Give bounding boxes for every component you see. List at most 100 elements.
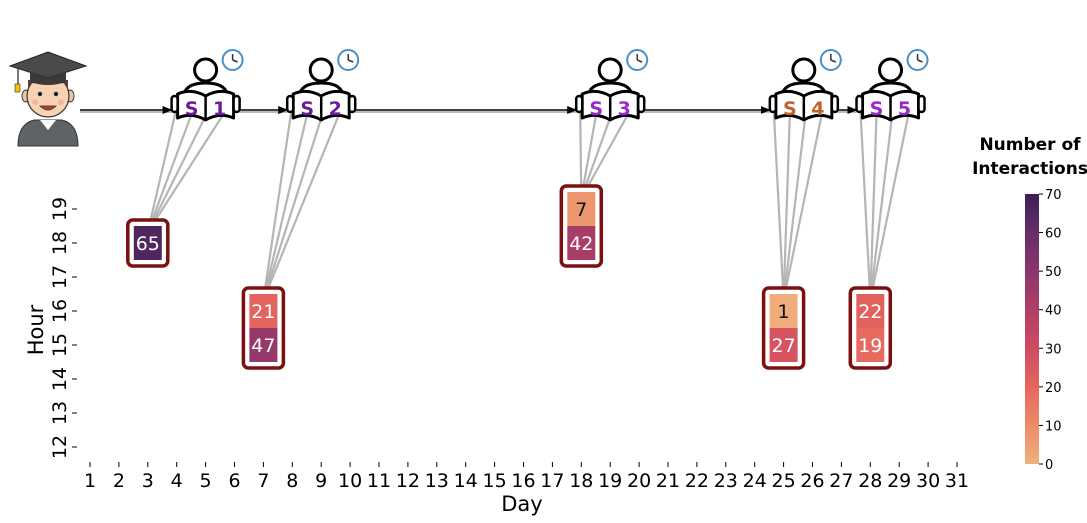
- cell-value-label: 19: [858, 335, 882, 357]
- colorbar-tick-label: 70: [1045, 188, 1062, 203]
- y-tick-label: 14: [49, 367, 71, 391]
- x-tick-label: 4: [171, 470, 183, 492]
- clock-icon: [221, 49, 244, 71]
- heatmap-cell: [856, 328, 885, 362]
- x-tick-label: 2: [113, 470, 125, 492]
- clock-icon: [819, 49, 842, 71]
- x-tick-label: 10: [338, 470, 362, 492]
- colorbar-title-line-2: Interactions: [972, 159, 1087, 179]
- session-link-line: [782, 111, 807, 301]
- x-tick-label: 31: [945, 470, 969, 492]
- session-link-line: [869, 111, 894, 301]
- y-tick-label: 15: [49, 333, 71, 357]
- clock-icon: [337, 49, 360, 71]
- colorbar-tick-label: 30: [1045, 342, 1062, 357]
- heatmap-cell: [567, 226, 596, 260]
- x-tick-label: 26: [800, 470, 824, 492]
- session-link-line: [262, 111, 325, 301]
- colorbar-tick-label: 60: [1045, 227, 1062, 242]
- x-tick-label: 14: [454, 470, 478, 492]
- cell-value-label: 7: [575, 199, 587, 221]
- x-tick-label: 13: [425, 470, 449, 492]
- cell-value-label: 22: [858, 301, 882, 323]
- heatmap-cell: [133, 226, 162, 260]
- cell-value-label: 47: [251, 335, 275, 357]
- session-letter: S: [185, 98, 199, 120]
- x-tick-label: 24: [743, 470, 767, 492]
- cell-value-label: 27: [772, 335, 796, 357]
- x-tick-label: 28: [858, 470, 882, 492]
- session-link-line: [869, 113, 910, 301]
- x-tick-label: 30: [916, 470, 940, 492]
- session-link-line: [869, 113, 878, 301]
- x-tick-label: 19: [598, 470, 622, 492]
- timeline-arrows: [80, 106, 858, 114]
- x-tick-label: 22: [685, 470, 709, 492]
- cell-value-label: 1: [778, 301, 790, 323]
- heatmap-cell: [567, 192, 596, 226]
- session-letter: S: [589, 98, 603, 120]
- x-tick-label: 7: [257, 470, 269, 492]
- cell-value-label: 42: [569, 233, 593, 255]
- session-link-lines: [146, 111, 910, 301]
- session-link-line: [772, 111, 785, 301]
- x-tick-label: 18: [569, 470, 593, 492]
- session-link-line: [580, 113, 598, 199]
- x-tick-label: 15: [483, 470, 507, 492]
- colorbar-tick-label: 10: [1045, 419, 1062, 434]
- session-link-line: [146, 111, 209, 233]
- session-link-line: [262, 113, 341, 301]
- clock-icon: [626, 49, 649, 71]
- x-tick-label: 3: [142, 470, 154, 492]
- y-tick-label: 18: [49, 231, 71, 255]
- session-link-line: [262, 113, 309, 301]
- session-link-line: [782, 113, 791, 301]
- x-tick-label: 12: [396, 470, 420, 492]
- cell-value-label: 21: [251, 301, 275, 323]
- x-axis-label: Day: [501, 492, 542, 516]
- x-tick-label: 20: [627, 470, 651, 492]
- colorbar-title-line-1: Number of: [979, 135, 1081, 155]
- x-tick-label: 25: [772, 470, 796, 492]
- heatmap-cell: [249, 294, 278, 328]
- clock-icon: [906, 49, 929, 71]
- x-tick-label: 1: [84, 470, 96, 492]
- session-number: 1: [213, 98, 226, 120]
- session-link-line: [146, 113, 225, 233]
- session-number: 3: [618, 98, 631, 120]
- session-link-line: [579, 111, 583, 199]
- heatmap-cell: [249, 328, 278, 362]
- session-link-line: [580, 111, 614, 199]
- colorbar-tick-label: 0: [1045, 458, 1053, 473]
- session-link-line: [146, 113, 193, 233]
- session-link-line: [262, 111, 293, 301]
- x-tick-label: 6: [228, 470, 240, 492]
- heatmap-cell: [769, 328, 798, 362]
- cell-value-label: 65: [136, 233, 160, 255]
- graduate-student-icon: [8, 51, 88, 147]
- y-tick-label: 12: [49, 435, 71, 459]
- x-tick-label: 21: [656, 470, 680, 492]
- x-tick-label: 27: [829, 470, 853, 492]
- session-number: 5: [898, 98, 911, 120]
- colorbar-tick-label: 20: [1045, 381, 1062, 396]
- x-tick-label: 9: [315, 470, 327, 492]
- x-tick-label: 11: [367, 470, 391, 492]
- session-link-line: [580, 113, 630, 199]
- session-link-line: [859, 111, 872, 301]
- x-tick-label: 16: [511, 470, 535, 492]
- session-link-line: [146, 111, 177, 233]
- heatmap-cells: 65 21 47 7 42 1 27 22 19: [126, 184, 893, 370]
- x-tick-label: 29: [887, 470, 911, 492]
- session-letter: S: [870, 98, 884, 120]
- colorbar-tick-label: 40: [1045, 304, 1062, 319]
- session-letter: S: [783, 98, 797, 120]
